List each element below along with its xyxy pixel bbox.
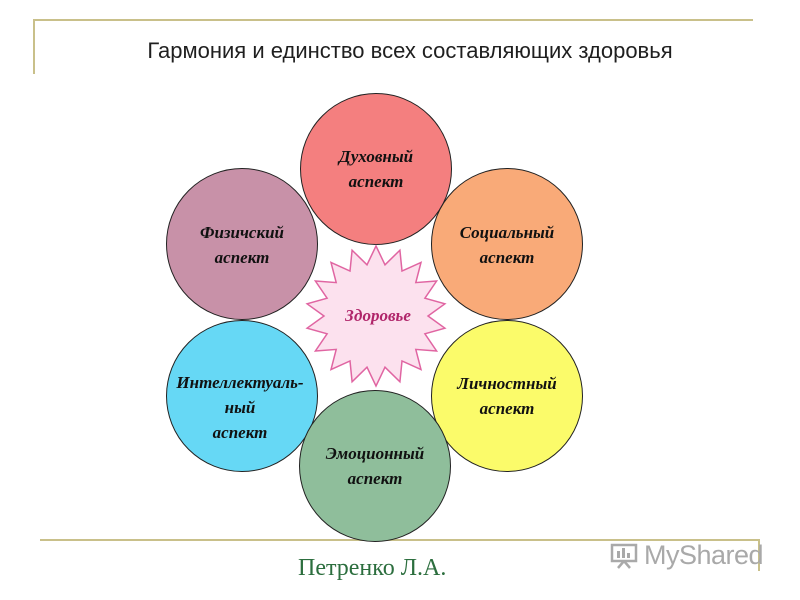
- aspect-circle-physical: [166, 168, 318, 320]
- aspect-label-intellectual: Интеллектуаль- ный аспект: [176, 373, 304, 442]
- frame-top-line: [33, 19, 753, 21]
- aspect-circle-social: [431, 168, 583, 320]
- aspect-label-emotional: Эмоционный аспект: [325, 444, 425, 488]
- star-shape: [305, 244, 447, 388]
- aspect-circle-personal: [431, 320, 583, 472]
- frame-bottom-line: [40, 539, 760, 541]
- center-label-health: Здоровье: [345, 306, 411, 325]
- watermark: MyShared: [610, 539, 764, 570]
- watermark-text: MyShared: [644, 539, 764, 570]
- aspect-label-physical: Физичский аспект: [200, 223, 284, 267]
- aspect-label-social: Социальный аспект: [459, 223, 555, 267]
- aspect-circle-intellectual: [166, 320, 318, 472]
- author-name: Петренко Л.А.: [298, 555, 447, 581]
- presentation-icon: [610, 543, 638, 569]
- aspect-circle-emotional: [299, 390, 451, 542]
- frame-right-line: [758, 541, 760, 571]
- frame-left-line: [33, 19, 35, 74]
- slide-title: Гармония и единство всех составляющих зд…: [147, 38, 673, 63]
- aspect-label-personal: Личностный аспект: [457, 374, 557, 418]
- aspect-label-spiritual: Духовный аспект: [338, 147, 414, 191]
